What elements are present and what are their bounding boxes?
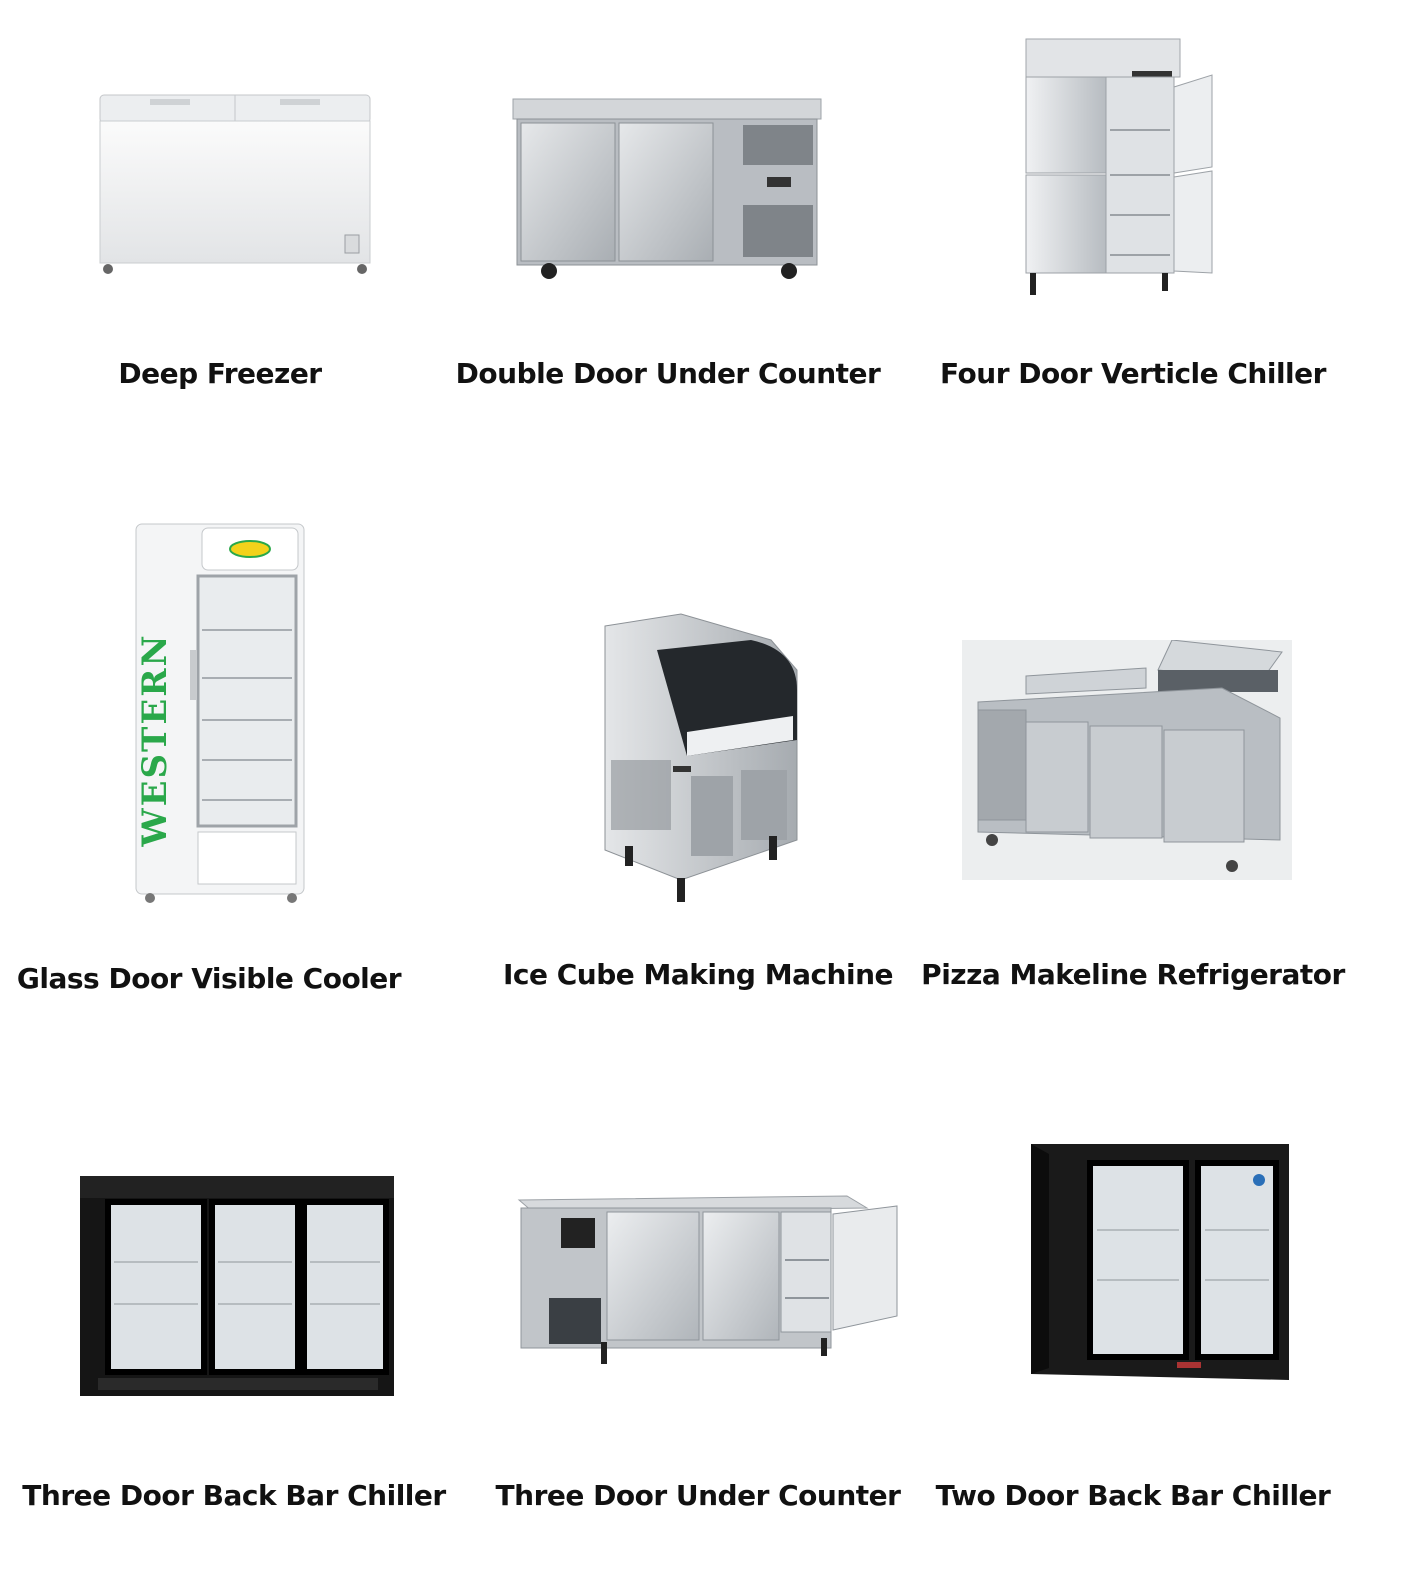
three-door-under-counter-image[interactable] — [517, 1188, 917, 1378]
caption-three-door-under-counter: Three Door Under Counter — [495, 1479, 901, 1512]
pizza-makeline-image[interactable] — [962, 640, 1292, 880]
product-two-door-back-bar-chiller[interactable]: Two Door Back Bar Chiller — [936, 1060, 1413, 1587]
product-ice-cube-making-machine[interactable]: Ice Cube Making Machine — [471, 420, 942, 1060]
product-three-door-under-counter[interactable]: Three Door Under Counter — [471, 1060, 942, 1587]
caption-glass-door-visible-cooler: Glass Door Visible Cooler — [16, 962, 402, 995]
product-double-door-under-counter[interactable]: Double Door Under Counter — [456, 0, 942, 420]
western-brand-text: WESTERN — [135, 633, 175, 847]
caption-two-door-back-bar-chiller: Two Door Back Bar Chiller — [935, 1479, 1331, 1512]
product-glass-door-visible-cooler[interactable]: WESTERN Glass Door Visible Cooler — [0, 420, 471, 1060]
caption-double-door-under-counter: Double Door Under Counter — [455, 357, 881, 390]
two-door-back-bar-chiller-image[interactable] — [1027, 1140, 1297, 1390]
double-door-under-counter-image[interactable] — [511, 95, 831, 285]
deep-freezer-image[interactable] — [90, 85, 380, 285]
four-door-vertical-chiller-image[interactable] — [1022, 35, 1222, 300]
caption-ice-cube-making-machine: Ice Cube Making Machine — [502, 958, 894, 991]
ice-cube-machine-image[interactable] — [601, 610, 801, 905]
product-deep-freezer[interactable]: Deep Freezer — [0, 0, 471, 420]
caption-four-door-verticle-chiller: Four Door Verticle Chiller — [940, 357, 1326, 390]
product-three-door-back-bar-chiller[interactable]: Three Door Back Bar Chiller — [0, 1060, 471, 1587]
caption-three-door-back-bar-chiller: Three Door Back Bar Chiller — [22, 1479, 446, 1512]
product-pizza-makeline-refrigerator[interactable]: Pizza Makeline Refrigerator — [921, 420, 1413, 1060]
caption-pizza-makeline-refrigerator: Pizza Makeline Refrigerator — [921, 958, 1345, 991]
caption-deep-freezer: Deep Freezer — [118, 357, 322, 390]
glass-door-visible-cooler-image[interactable]: WESTERN — [130, 520, 310, 905]
three-door-back-bar-chiller-image[interactable] — [78, 1172, 398, 1400]
product-four-door-verticle-chiller[interactable]: Four Door Verticle Chiller — [940, 0, 1413, 420]
